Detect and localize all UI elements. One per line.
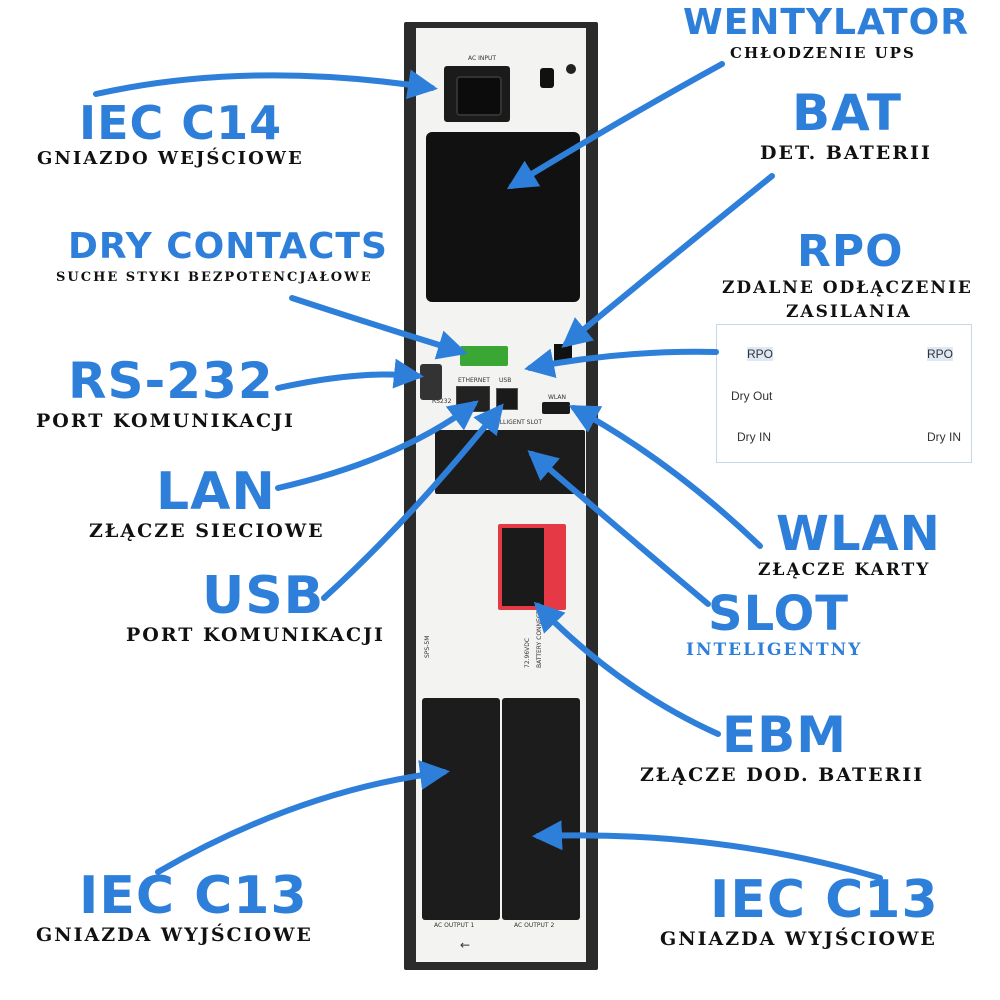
wlan-label: WLAN: [548, 394, 567, 401]
arrow-slot: [527, 450, 711, 607]
ac-input-label: AC INPUT: [468, 55, 497, 62]
usb-subtitle: PORT KOMUNIKACJI: [126, 624, 385, 646]
ac-output-1-label: AC OUTPUT 1: [434, 922, 475, 929]
rs232-label: RS232: [432, 398, 452, 405]
arrow-rpo: [524, 348, 719, 379]
rpo-diagram-right-label: RPO: [927, 347, 954, 361]
rs232-title: RS-232: [68, 352, 274, 410]
iec-c13-left-title: IEC C13: [79, 866, 308, 926]
fuse-holder-icon: [540, 68, 554, 88]
ebm-subtitle: ZŁĄCZE DOD. BATERII: [640, 764, 925, 786]
iec-c13-right-subtitle: GNIAZDA WYJŚCIOWE: [660, 928, 937, 950]
usb-title: USB: [202, 566, 325, 626]
arrow-lan: [275, 400, 479, 491]
ebm-title: EBM: [722, 706, 848, 764]
usb-label: USB: [499, 377, 512, 384]
iec-c14-subtitle: GNIAZDO WEJŚCIOWE: [37, 148, 304, 169]
iec-c14-title: IEC C14: [79, 96, 283, 150]
screw-icon: [566, 64, 576, 74]
arrow-wlan: [568, 405, 763, 549]
dry-contacts-subtitle: SUCHE STYKI BEZPOTENCJAŁOWE: [56, 270, 373, 285]
slot-title: SLOT: [708, 586, 849, 642]
iec-c14-inlet: [444, 66, 510, 122]
arrow-bat: [561, 173, 775, 348]
arrow-usb: [321, 403, 504, 601]
bat-detect-connector: [554, 344, 572, 362]
arrow-iec-c13-left: [155, 760, 450, 875]
arrow-fan: [506, 61, 725, 190]
bat-subtitle: DET. BATERII: [760, 142, 932, 164]
ethernet-label: ETHERNET: [458, 377, 490, 384]
ac-output-bank-2: [502, 698, 580, 920]
dry-in-diagram-right-label: Dry IN: [927, 430, 961, 444]
rpo-diagram-left-label: RPO: [747, 347, 774, 361]
ground-arrow-icon: ←: [460, 938, 471, 952]
rs232-port: [420, 364, 442, 400]
bat-title: BAT: [792, 84, 903, 142]
wlan-port: [542, 402, 570, 414]
fan-subtitle: CHŁODZENIE UPS: [730, 44, 916, 62]
rpo-title: RPO: [797, 226, 904, 277]
wlan-title: WLAN: [776, 506, 941, 562]
iec-c13-left-subtitle: GNIAZDA WYJŚCIOWE: [36, 924, 313, 946]
ebm-connector: [498, 524, 566, 610]
lan-title: LAN: [156, 462, 276, 522]
wlan-subtitle: ZŁĄCZE KARTY: [758, 560, 931, 580]
dry-in-diagram-left-label: Dry IN: [737, 430, 771, 444]
dry-contacts-terminal: [460, 346, 508, 366]
intelligent-slot-label: INTELLIGENT SLOT: [486, 419, 542, 426]
arrow-ebm: [533, 601, 721, 737]
ups-rear-panel: AC INPUT RS232 ETHERNET USB WLAN INTELLI…: [416, 28, 586, 962]
ac-output-2-label: AC OUTPUT 2: [514, 922, 555, 929]
rpo-wiring-diagram: RPO RPO Dry Out Dry IN Dry IN: [716, 324, 972, 463]
arrow-iec-c13-right: [532, 820, 883, 881]
arrow-iec-c14: [93, 69, 438, 100]
dry-contacts-title: DRY CONTACTS: [68, 226, 388, 267]
iec-c13-right-title: IEC C13: [710, 870, 939, 930]
rs232-subtitle: PORT KOMUNIKACJI: [36, 410, 295, 432]
ac-output-bank-1: [422, 698, 500, 920]
slot-subtitle: INTELIGENTNY: [686, 640, 863, 660]
fan-title: WENTYLATOR: [683, 2, 969, 43]
arrow-dry-contacts: [289, 295, 468, 360]
intelligent-slot: [435, 430, 585, 494]
dry-out-diagram-label: Dry Out: [731, 389, 773, 403]
rpo-subtitle-line1: ZDALNE ODŁĄCZENIE: [722, 278, 973, 298]
lan-subtitle: ZŁĄCZE SIECIOWE: [89, 520, 325, 542]
rpo-subtitle-line2: ZASILANIA: [786, 302, 912, 322]
arrow-rs232: [275, 358, 424, 391]
